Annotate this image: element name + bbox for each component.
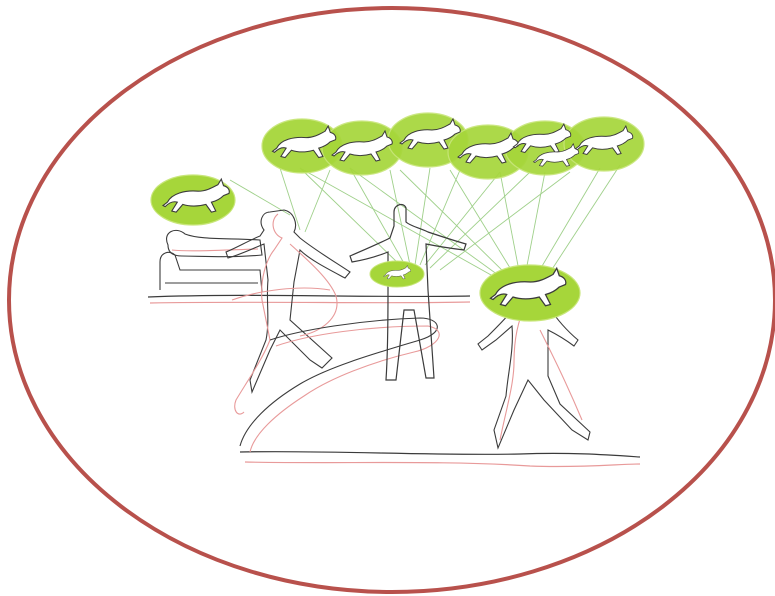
bubble-belly xyxy=(370,261,424,287)
bubble-chain-top xyxy=(262,113,644,179)
connector-lines xyxy=(230,165,620,280)
ground-lines xyxy=(148,295,640,466)
bubble-top-left xyxy=(151,175,235,225)
figure-silhouette-left xyxy=(226,210,350,414)
sofa-icon xyxy=(160,230,262,292)
oval-frame xyxy=(9,8,775,592)
bubble-runner-head xyxy=(480,265,580,321)
